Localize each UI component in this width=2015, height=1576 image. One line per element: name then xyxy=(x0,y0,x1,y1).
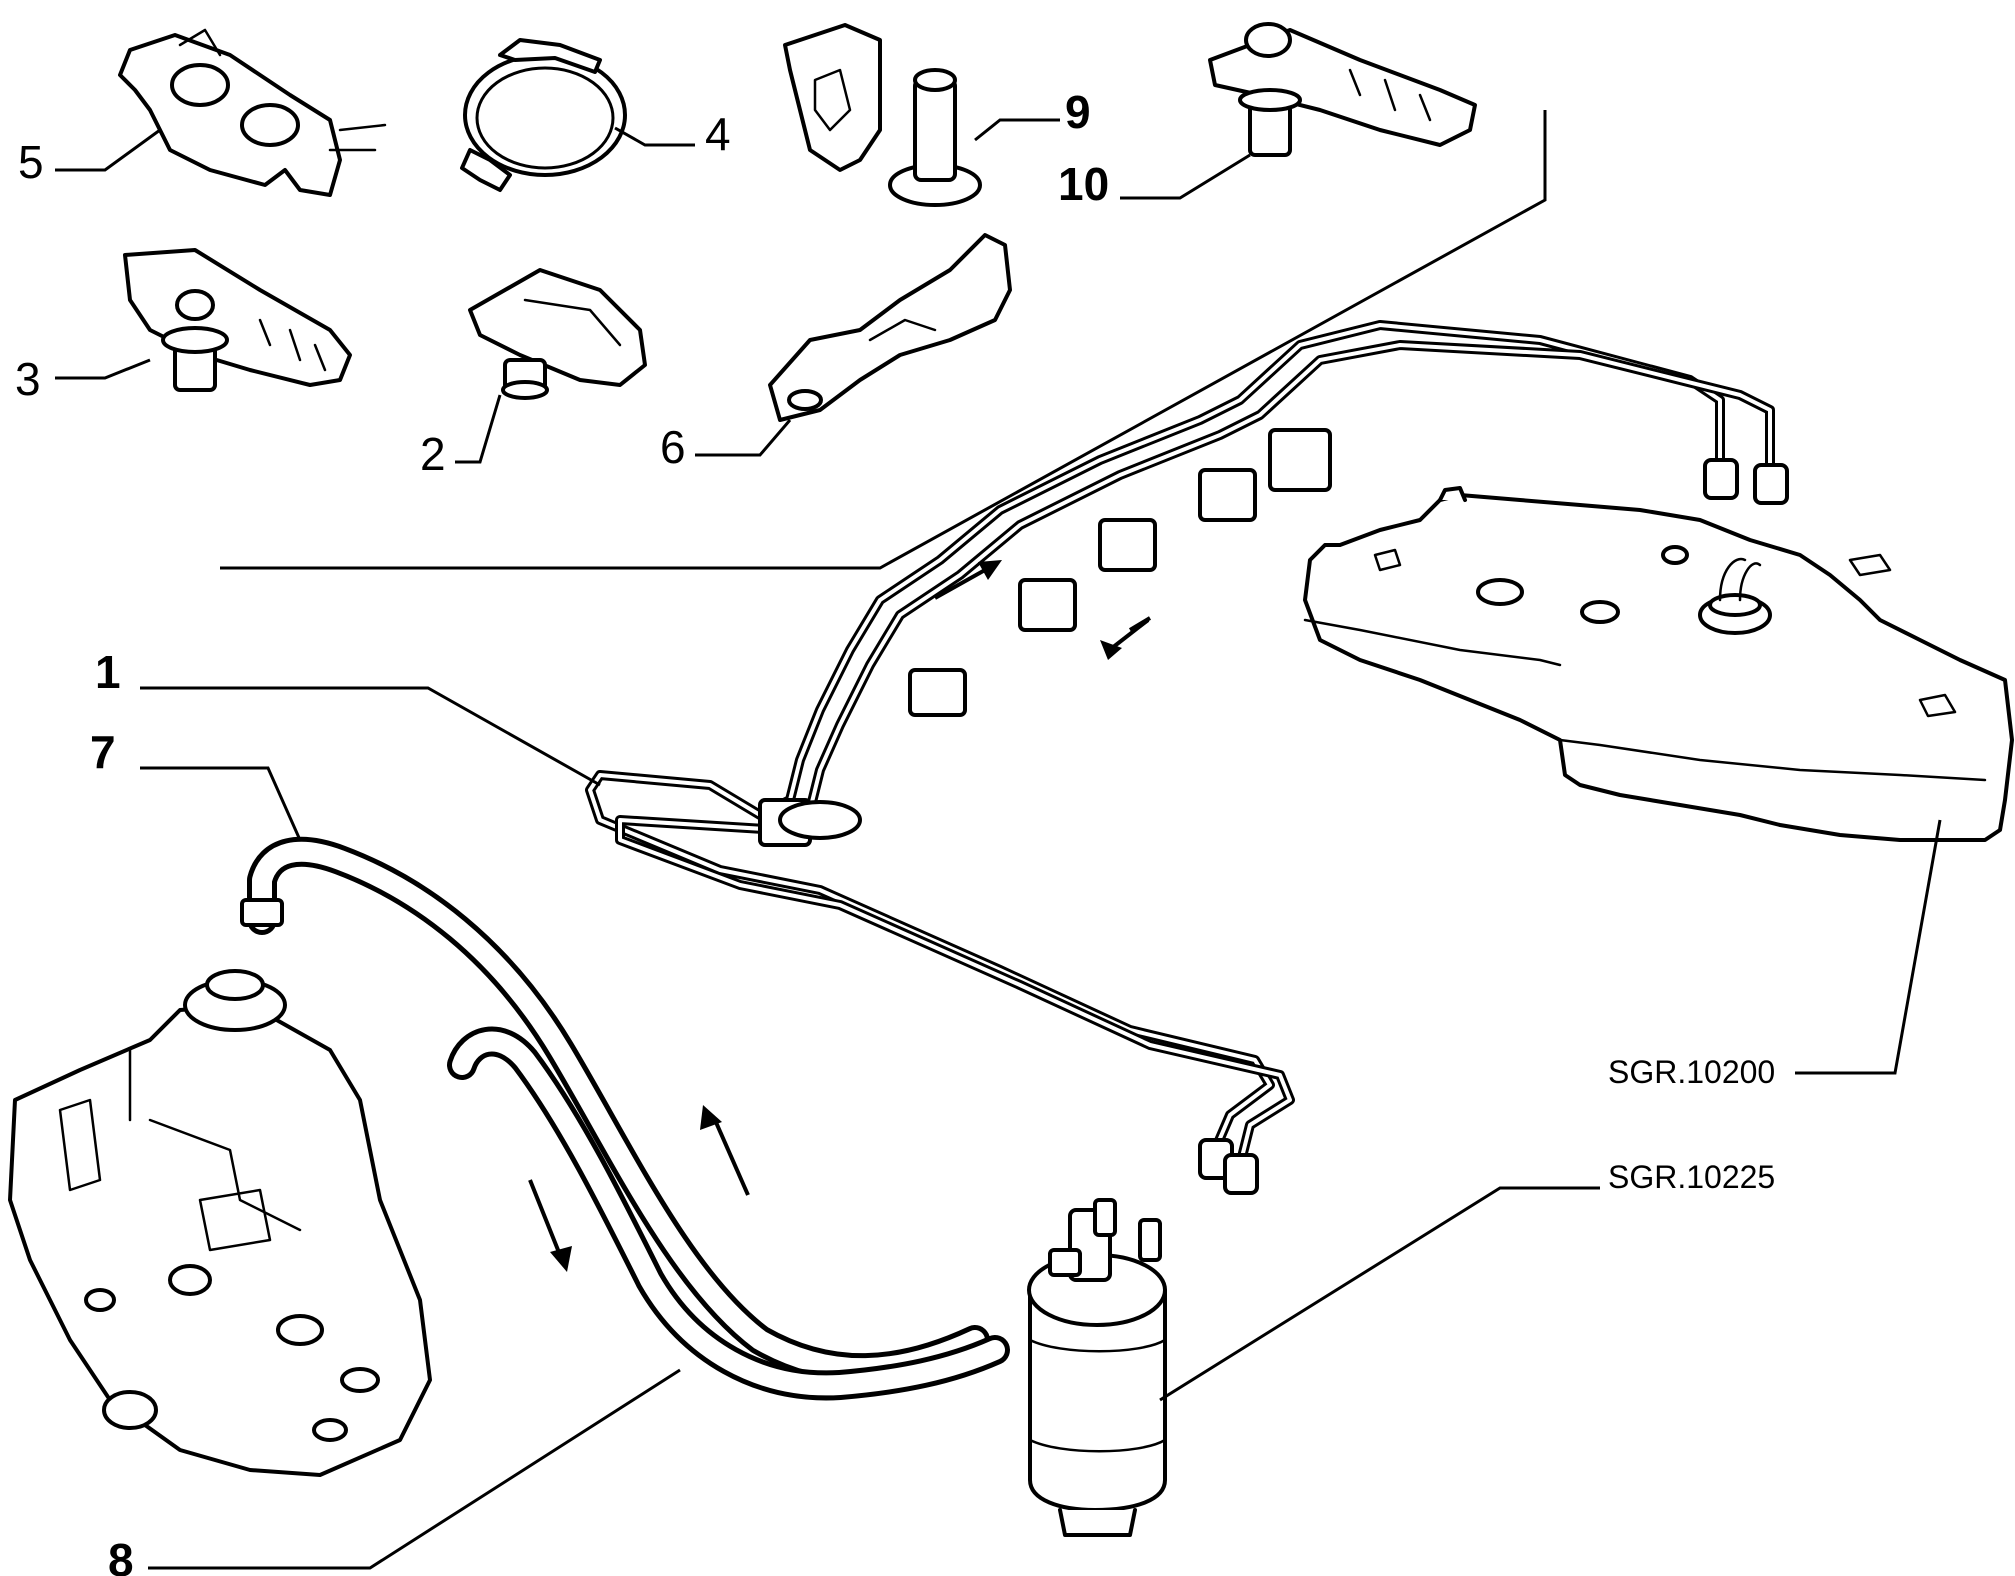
callout-labels: 5 4 9 10 3 2 6 1 7 8 SGR.10200 SGR.10225 xyxy=(15,86,1775,1576)
callout-6: 6 xyxy=(660,421,686,473)
leader-8 xyxy=(148,1368,681,1570)
fuel-tank xyxy=(1303,486,2014,842)
callout-8: 8 xyxy=(108,1534,134,1576)
part-8-flexible-hose xyxy=(447,1026,1010,1401)
leader-5 xyxy=(55,128,161,172)
injection-pump xyxy=(8,969,432,1477)
reference-tank: SGR.10200 xyxy=(1608,1054,1775,1090)
flow-arrow-return-upper xyxy=(1100,616,1152,660)
callout-1: 1 xyxy=(95,646,121,698)
callout-7: 7 xyxy=(90,726,116,778)
part-7-flexible-hose xyxy=(240,836,990,1384)
part-10-multi-clip xyxy=(1208,22,1477,157)
flow-arrow-supply-lower xyxy=(700,1105,750,1196)
part-5-double-clip xyxy=(118,28,387,197)
leader-group-line xyxy=(220,110,1547,570)
leader-filter xyxy=(1159,1186,1600,1402)
part-3-multi-clip xyxy=(123,248,352,392)
part-4-hose-clamp xyxy=(460,38,627,192)
leader-3 xyxy=(55,358,151,380)
callout-4: 4 xyxy=(705,108,731,160)
leader-9 xyxy=(974,118,1060,142)
leader-6 xyxy=(695,419,792,457)
callout-3: 3 xyxy=(15,353,41,405)
leader-7 xyxy=(140,766,302,841)
leader-tank xyxy=(1795,819,1942,1075)
callout-5: 5 xyxy=(18,136,44,188)
part-1-rigid-fuel-pipes xyxy=(585,320,1789,1195)
flow-arrows xyxy=(528,560,1152,1272)
part-6-bracket-clip xyxy=(768,233,1012,422)
leader-lines xyxy=(55,110,1942,1570)
callout-10: 10 xyxy=(1058,158,1109,210)
leader-1 xyxy=(140,686,601,787)
leader-10 xyxy=(1120,153,1251,200)
part-2-stud-clip xyxy=(468,268,647,400)
flow-arrow-supply-upper xyxy=(934,560,1002,600)
leader-4 xyxy=(614,126,695,147)
part-9-clip-with-stud xyxy=(783,23,982,207)
callout-9: 9 xyxy=(1065,86,1091,138)
reference-filter: SGR.10225 xyxy=(1608,1159,1775,1195)
fuel-filter xyxy=(1027,1198,1167,1537)
callout-2: 2 xyxy=(420,428,446,480)
flow-arrow-return-lower xyxy=(528,1179,572,1272)
leader-2 xyxy=(455,394,502,464)
